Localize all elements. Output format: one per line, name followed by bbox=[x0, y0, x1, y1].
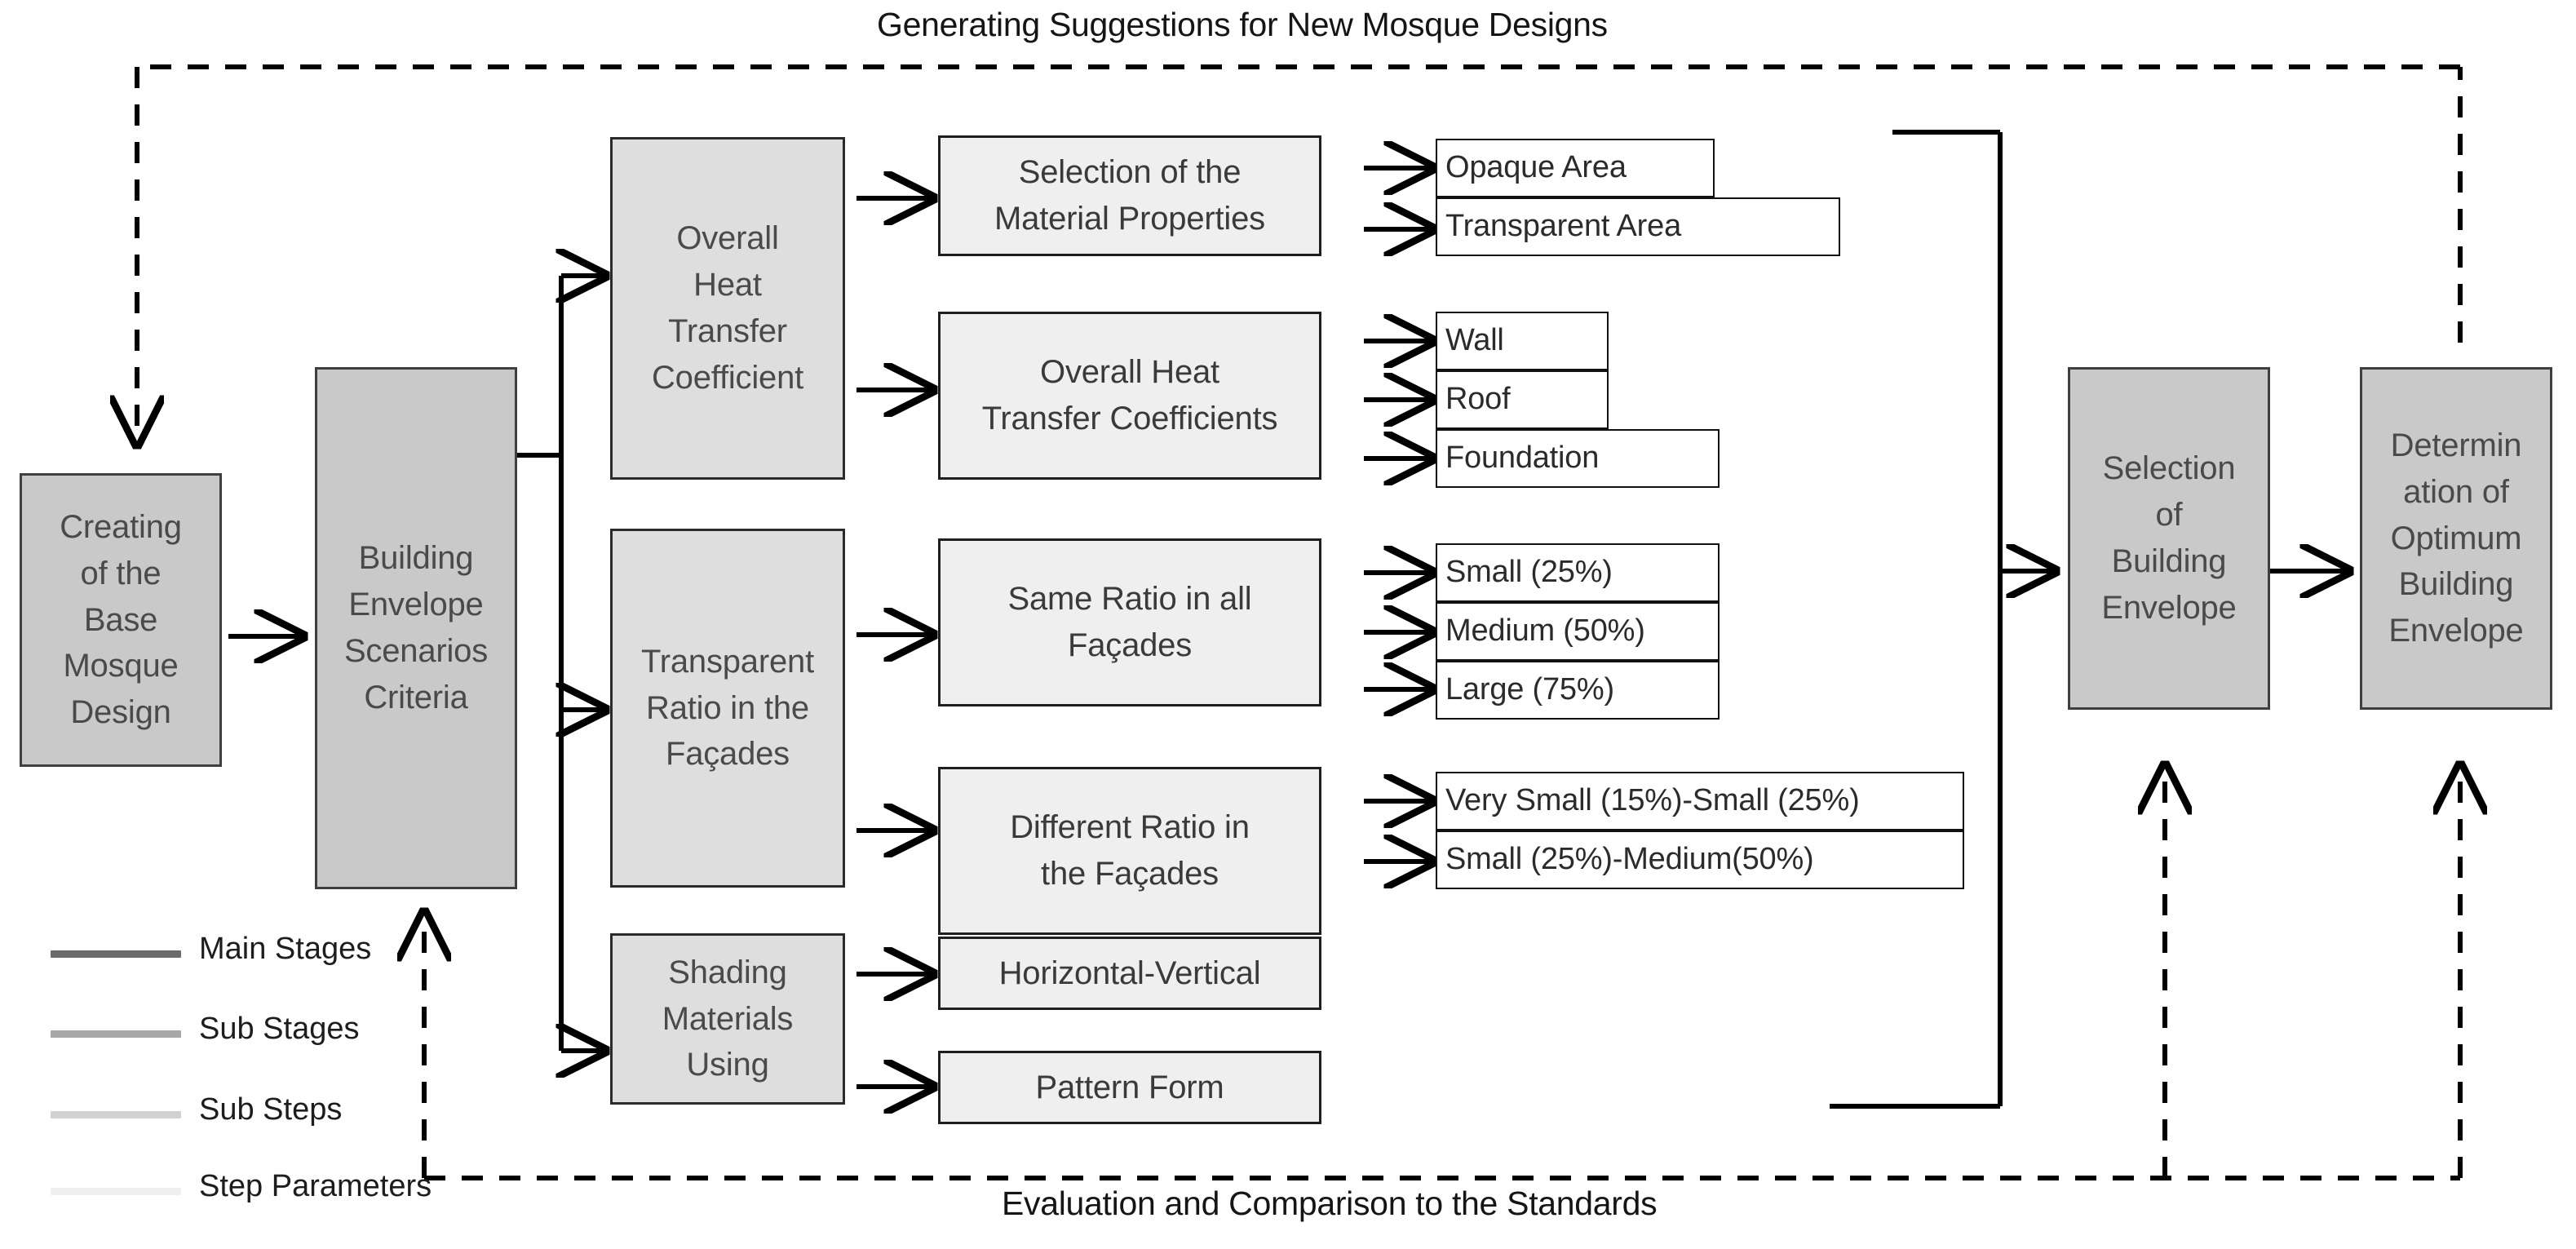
sub-step-pattern-form[interactable]: Pattern Form bbox=[938, 1051, 1321, 1124]
sub-stage-shading-materials-using[interactable]: Shading Materials Using bbox=[610, 933, 845, 1105]
step-parameter-small-25-medium-50[interactable]: Small (25%)-Medium(50%) bbox=[1436, 830, 1964, 889]
legend-label-step-parameters: Step Parameters bbox=[199, 1169, 432, 1203]
legend-label-sub-stages: Sub Stages bbox=[199, 1012, 360, 1046]
bottom-caption: Evaluation and Comparison to the Standar… bbox=[1002, 1185, 1658, 1222]
legend-label-sub-steps: Sub Steps bbox=[199, 1092, 343, 1127]
sub-step-same-ratio-all-facades[interactable]: Same Ratio in all Façades bbox=[938, 538, 1321, 706]
step-parameter-large-75[interactable]: Large (75%) bbox=[1436, 661, 1720, 720]
legend-swatch-main-stages bbox=[51, 950, 181, 958]
legend-label-main-stages: Main Stages bbox=[199, 932, 372, 966]
legend-swatch-sub-stages bbox=[51, 1030, 181, 1038]
top-caption: Generating Suggestions for New Mosque De… bbox=[877, 6, 1608, 43]
step-parameter-foundation[interactable]: Foundation bbox=[1436, 429, 1720, 488]
step-parameter-medium-50[interactable]: Medium (50%) bbox=[1436, 602, 1720, 661]
main-stage-building-envelope-scenarios[interactable]: Building Envelope Scenarios Criteria bbox=[315, 367, 517, 889]
step-parameter-very-small-15-small-25[interactable]: Very Small (15%)-Small (25%) bbox=[1436, 772, 1964, 830]
legend-swatch-step-parameters bbox=[51, 1188, 181, 1195]
sub-stage-transparent-ratio-facades[interactable]: Transparent Ratio in the Façades bbox=[610, 529, 845, 888]
step-parameter-small-25[interactable]: Small (25%) bbox=[1436, 543, 1720, 602]
sub-step-horizontal-vertical[interactable]: Horizontal-Vertical bbox=[938, 937, 1321, 1010]
sub-stage-overall-heat-transfer-coefficient[interactable]: Overall Heat Transfer Coefficient bbox=[610, 137, 845, 480]
step-parameter-wall[interactable]: Wall bbox=[1436, 312, 1609, 370]
sub-step-selection-material-properties[interactable]: Selection of the Material Properties bbox=[938, 135, 1321, 256]
step-parameter-transparent-area[interactable]: Transparent Area bbox=[1436, 197, 1840, 256]
main-stage-selection-building-envelope[interactable]: Selection of Building Envelope bbox=[2068, 367, 2270, 710]
main-stage-determination-optimum[interactable]: Determin ation of Optimum Building Envel… bbox=[2360, 367, 2552, 710]
legend-swatch-sub-steps bbox=[51, 1111, 181, 1118]
sub-step-overall-heat-transfer-coefficients[interactable]: Overall Heat Transfer Coefficients bbox=[938, 312, 1321, 480]
sub-step-different-ratio-facades[interactable]: Different Ratio in the Façades bbox=[938, 767, 1321, 935]
main-stage-creating-base-mosque[interactable]: Creating of the Base Mosque Design bbox=[20, 473, 222, 767]
step-parameter-opaque-area[interactable]: Opaque Area bbox=[1436, 139, 1715, 197]
step-parameter-roof[interactable]: Roof bbox=[1436, 370, 1609, 429]
